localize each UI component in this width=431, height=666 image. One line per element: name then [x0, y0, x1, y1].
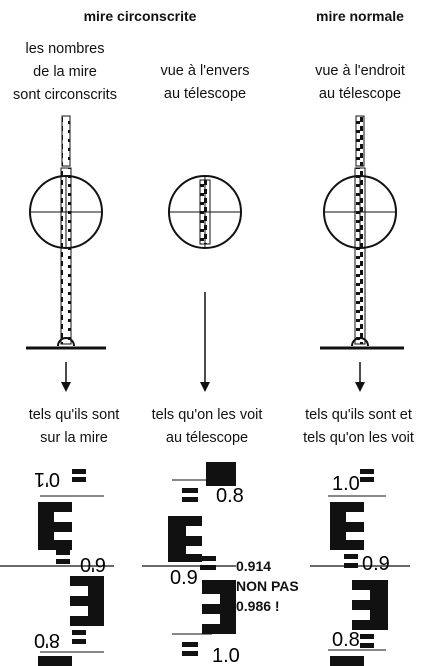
reading-negation: NON PAS [236, 578, 299, 594]
caption-bottom-left-line-1: tels qu'ils sont [28, 407, 120, 423]
staff-number-right-1: 1.0 [332, 473, 360, 495]
staff-left-top-section [61, 115, 71, 167]
staff-left-foot [57, 337, 75, 347]
caption-bottom-middle-line-2: au télescope [165, 430, 249, 446]
staff-right-foot [351, 337, 369, 347]
caption-bottom-left: tels qu'ils sont sur la mire [0, 404, 148, 450]
seg-mid-mark-6 [182, 651, 198, 656]
seg-right-mark-1 [360, 469, 374, 474]
caption-top-middle-line-1: vue à l'envers [160, 63, 250, 79]
seg-left-e-block-1 [38, 502, 72, 550]
caption-top-left: les nombres de la mire sont circonscrits [0, 38, 130, 107]
staff-left-body [60, 167, 72, 345]
seg-left-mark-4 [56, 559, 70, 564]
seg-right-mark-2 [360, 477, 374, 482]
header-circumscribed-staff: mire circonscrite [83, 8, 197, 24]
staff-number-right-3: 0.8 [332, 629, 360, 651]
staff-left [26, 115, 106, 392]
staff-number-right-2: 0.9 [362, 553, 390, 575]
seg-left-e-block-2 [70, 576, 104, 626]
header-normal-staff: mire normale [316, 8, 404, 24]
caption-bottom-middle: tels qu'on les voit au télescope [133, 404, 281, 450]
staff-number-middle-1: 0.8 [216, 485, 244, 507]
staff-number-middle-3: 1.0 [212, 645, 240, 666]
caption-bottom-right-line-1: tels qu'ils sont et [305, 407, 412, 423]
caption-top-left-line-3: sont circonscrits [13, 87, 117, 103]
seg-left-mark-6 [72, 639, 86, 644]
arrow-middle-head [200, 382, 210, 392]
staff-right-top-section [355, 115, 365, 167]
seg-mid-mark-4 [200, 565, 216, 570]
segment-middle [168, 462, 236, 656]
staff-middle [168, 175, 242, 392]
caption-bottom-left-line-2: sur la mire [40, 430, 108, 446]
seg-left-mark-2 [72, 477, 86, 482]
reading-wrong-value: 0.986 ! [236, 598, 280, 614]
reading-value: 0.914 [236, 558, 272, 574]
caption-bottom-right-line-2: tels qu'on les voit [303, 430, 414, 446]
seg-right-mark-6 [360, 643, 374, 648]
staff-number-left-1: 0'1 [34, 468, 60, 490]
seg-left-mark-1 [72, 469, 86, 474]
seg-mid-mark-1 [182, 488, 198, 493]
seg-mid-e-block-1 [168, 516, 202, 562]
arrow-left-head [61, 382, 71, 392]
caption-top-right-line-2: au télescope [318, 86, 402, 102]
caption-bottom-middle-line-1: tels qu'on les voit [151, 407, 263, 423]
seg-mid-mark-2 [182, 497, 198, 502]
caption-top-right: vue à l'endroit au télescope [295, 60, 425, 106]
caption-top-middle-line-2: au télescope [163, 86, 247, 102]
staff-number-left-2: 6'0 [80, 553, 106, 575]
seg-mid-block-top [206, 462, 236, 486]
seg-right-e-block-2 [352, 580, 388, 630]
seg-mid-mark-3 [200, 556, 216, 561]
staff-number-left-3: 8'0 [34, 629, 60, 651]
caption-top-left-line-1: les nombres [25, 41, 105, 57]
caption-top-right-line-1: vue à l'endroit [315, 63, 405, 79]
segment-right [328, 469, 388, 666]
seg-mid-e-block-2 [202, 580, 236, 634]
seg-right-mark-5 [360, 634, 374, 639]
caption-top-left-line-2: de la mire [33, 64, 97, 80]
staff-middle-body [199, 179, 211, 245]
seg-left-mark-3 [56, 550, 70, 555]
seg-right-mark-3 [344, 554, 358, 559]
seg-mid-mark-5 [182, 642, 198, 647]
staff-right-body [354, 167, 366, 345]
reading-annotation: 0.914 NON PAS 0.986 ! [236, 556, 316, 616]
caption-top-middle: vue à l'envers au télescope [140, 60, 270, 106]
seg-left-mark-5 [72, 630, 86, 635]
caption-bottom-right: tels qu'ils sont et tels qu'on les voit [286, 404, 431, 450]
staff-right [320, 115, 404, 392]
arrow-right-head [355, 382, 365, 392]
seg-right-e-block-3 [330, 656, 364, 666]
staff-number-middle-2: 0.9 [170, 567, 198, 589]
seg-right-e-block-1 [330, 502, 364, 550]
seg-left-e-block-3 [38, 656, 72, 666]
